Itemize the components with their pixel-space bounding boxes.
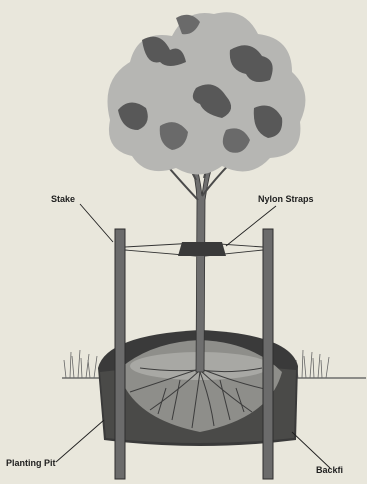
planting-pit-leader [56,420,104,462]
stake-leader [80,204,113,242]
backfill-label: Backfi [316,465,343,475]
stake-right [263,229,273,479]
backfill-leader [292,432,330,468]
grass-tuft-left [64,350,97,378]
nylon-straps [125,242,263,256]
grass-tuft-right [296,350,329,378]
nylon-straps-label: Nylon Straps [258,194,314,204]
stake-left [115,229,125,479]
tree-canopy [108,12,306,174]
stake-label: Stake [51,194,75,204]
planting-pit-label: Planting Pit [6,458,56,468]
